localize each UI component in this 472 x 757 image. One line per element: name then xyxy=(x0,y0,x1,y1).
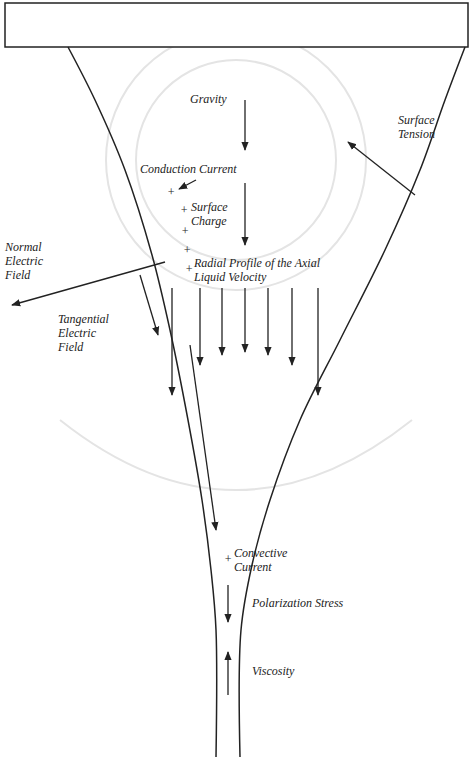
tangential-field-arrow xyxy=(140,275,158,335)
velocity-profile-arrow xyxy=(171,288,172,395)
electrode-plate xyxy=(5,3,468,47)
conduction-current-arrow xyxy=(244,183,245,245)
velocity-profile-arrow xyxy=(291,288,292,365)
force-label: Surface Charge xyxy=(191,200,239,228)
charge-sign: + xyxy=(181,224,191,238)
surface-tension-arrow xyxy=(348,142,415,195)
charge-sign: + xyxy=(167,185,177,199)
charge-sign: + xyxy=(183,243,193,257)
cone-left-surface xyxy=(68,47,217,757)
convective-current-arrow xyxy=(190,345,216,530)
velocity-profile-arrow xyxy=(221,288,222,355)
viscosity-arrow xyxy=(227,652,228,695)
force-label: Gravity xyxy=(190,92,240,106)
force-label: Viscosity xyxy=(252,664,332,678)
velocity-profile-arrow xyxy=(244,288,245,352)
force-label: Radial Profile of the Axial Liquid Veloc… xyxy=(194,256,334,284)
velocity-profile-arrow xyxy=(199,288,200,365)
conduction-pointer-arrow xyxy=(179,180,196,189)
velocity-profile-arrow xyxy=(317,288,318,395)
charge-sign: + xyxy=(224,552,234,566)
force-label: Surface Tension xyxy=(398,113,460,141)
force-label: Polarization Stress xyxy=(252,596,382,610)
charge-sign: + xyxy=(180,203,190,217)
velocity-profile-arrow xyxy=(267,288,268,355)
gravity-arrow xyxy=(244,100,245,150)
polarization-stress-arrow xyxy=(227,585,228,622)
charge-sign: + xyxy=(185,262,195,276)
force-label: Normal Electric Field xyxy=(5,240,55,282)
force-label: Conduction Current xyxy=(140,162,260,176)
cone-right-surface xyxy=(239,47,465,757)
force-label: Tangential Electric Field xyxy=(58,312,120,354)
watermark xyxy=(60,30,412,490)
force-label: Convective Current xyxy=(234,546,304,574)
